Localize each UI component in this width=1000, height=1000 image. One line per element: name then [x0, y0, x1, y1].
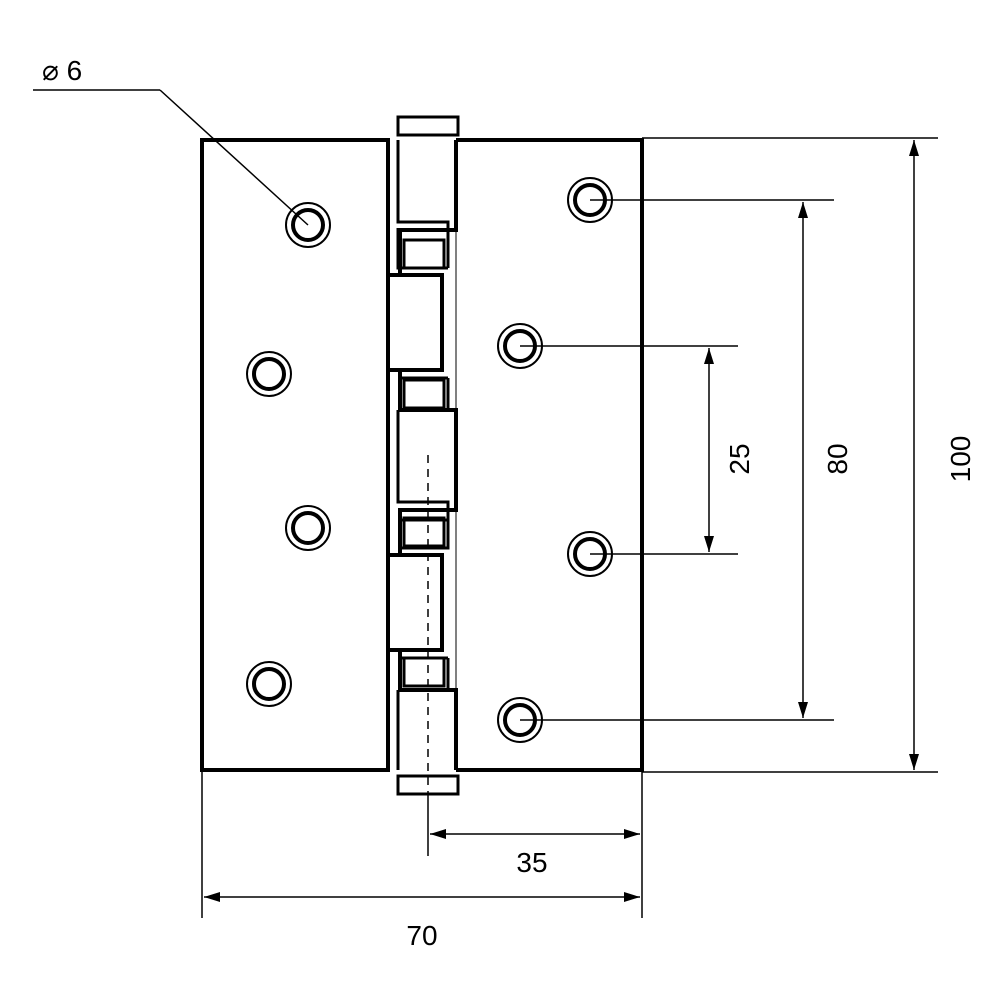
dim-label-70: 70 — [406, 920, 437, 951]
dim-label-80: 80 — [822, 443, 853, 474]
dim-label-35: 35 — [516, 847, 547, 878]
knuckle-slot-3 — [402, 516, 446, 548]
diameter-leader-diagonal — [159, 89, 309, 226]
dim-label-100: 100 — [945, 436, 976, 483]
hole-diameter-label: ⌀ 6 — [42, 55, 82, 86]
knuckle-slot-4 — [402, 656, 446, 688]
right-hinge-leaf — [456, 138, 644, 772]
top-pin-cap — [396, 115, 460, 137]
left-hole-2 — [246, 351, 292, 397]
extension-lines — [201, 137, 938, 918]
knuckle-outer-profile — [386, 140, 458, 770]
left-hole-1 — [285, 202, 331, 248]
dim-label-25: 25 — [724, 443, 755, 474]
barrel-thin-lines — [387, 140, 457, 770]
left-hole-4 — [246, 661, 292, 707]
left-hole-3 — [285, 505, 331, 551]
diameter-callout — [33, 89, 309, 226]
right-leaf-outline — [456, 138, 644, 772]
hinge-knuckle — [386, 115, 460, 796]
knuckle-slot-1 — [402, 238, 446, 270]
dimension-lines — [204, 140, 919, 902]
knuckle-slot-2 — [402, 378, 446, 410]
